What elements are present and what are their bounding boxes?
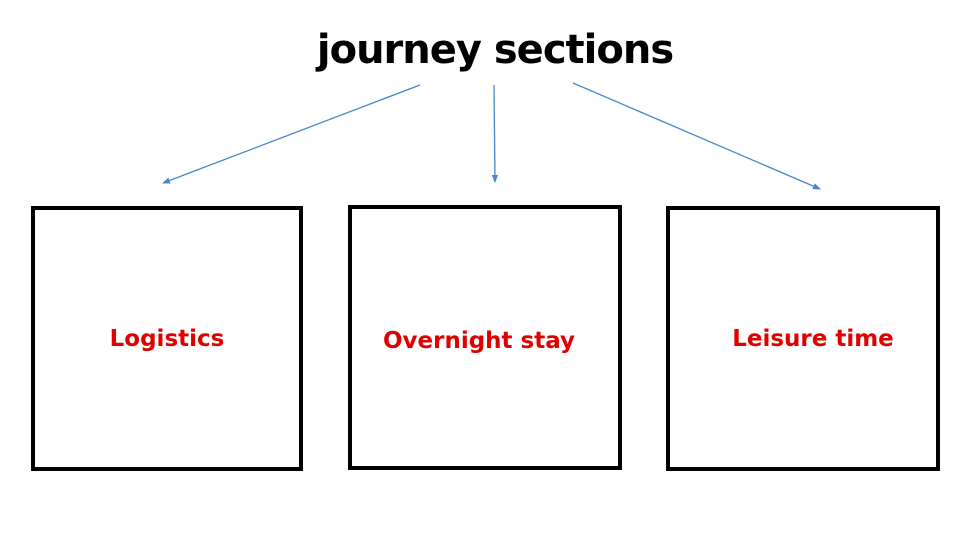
section-label-leisure-time: Leisure time: [732, 326, 894, 352]
arrow-to-leisure: [572, 82, 821, 190]
section-box-overnight-stay: [348, 205, 622, 470]
section-label-overnight-stay: Overnight stay: [382, 328, 576, 354]
section-box-logistics: [31, 206, 303, 471]
diagram-title: journey sections: [316, 27, 674, 73]
arrow-to-overnight: [491, 84, 499, 183]
section-label-logistics: Logistics: [109, 326, 225, 352]
section-box-leisure-time: [666, 206, 940, 471]
arrow-to-logistics: [162, 84, 421, 184]
